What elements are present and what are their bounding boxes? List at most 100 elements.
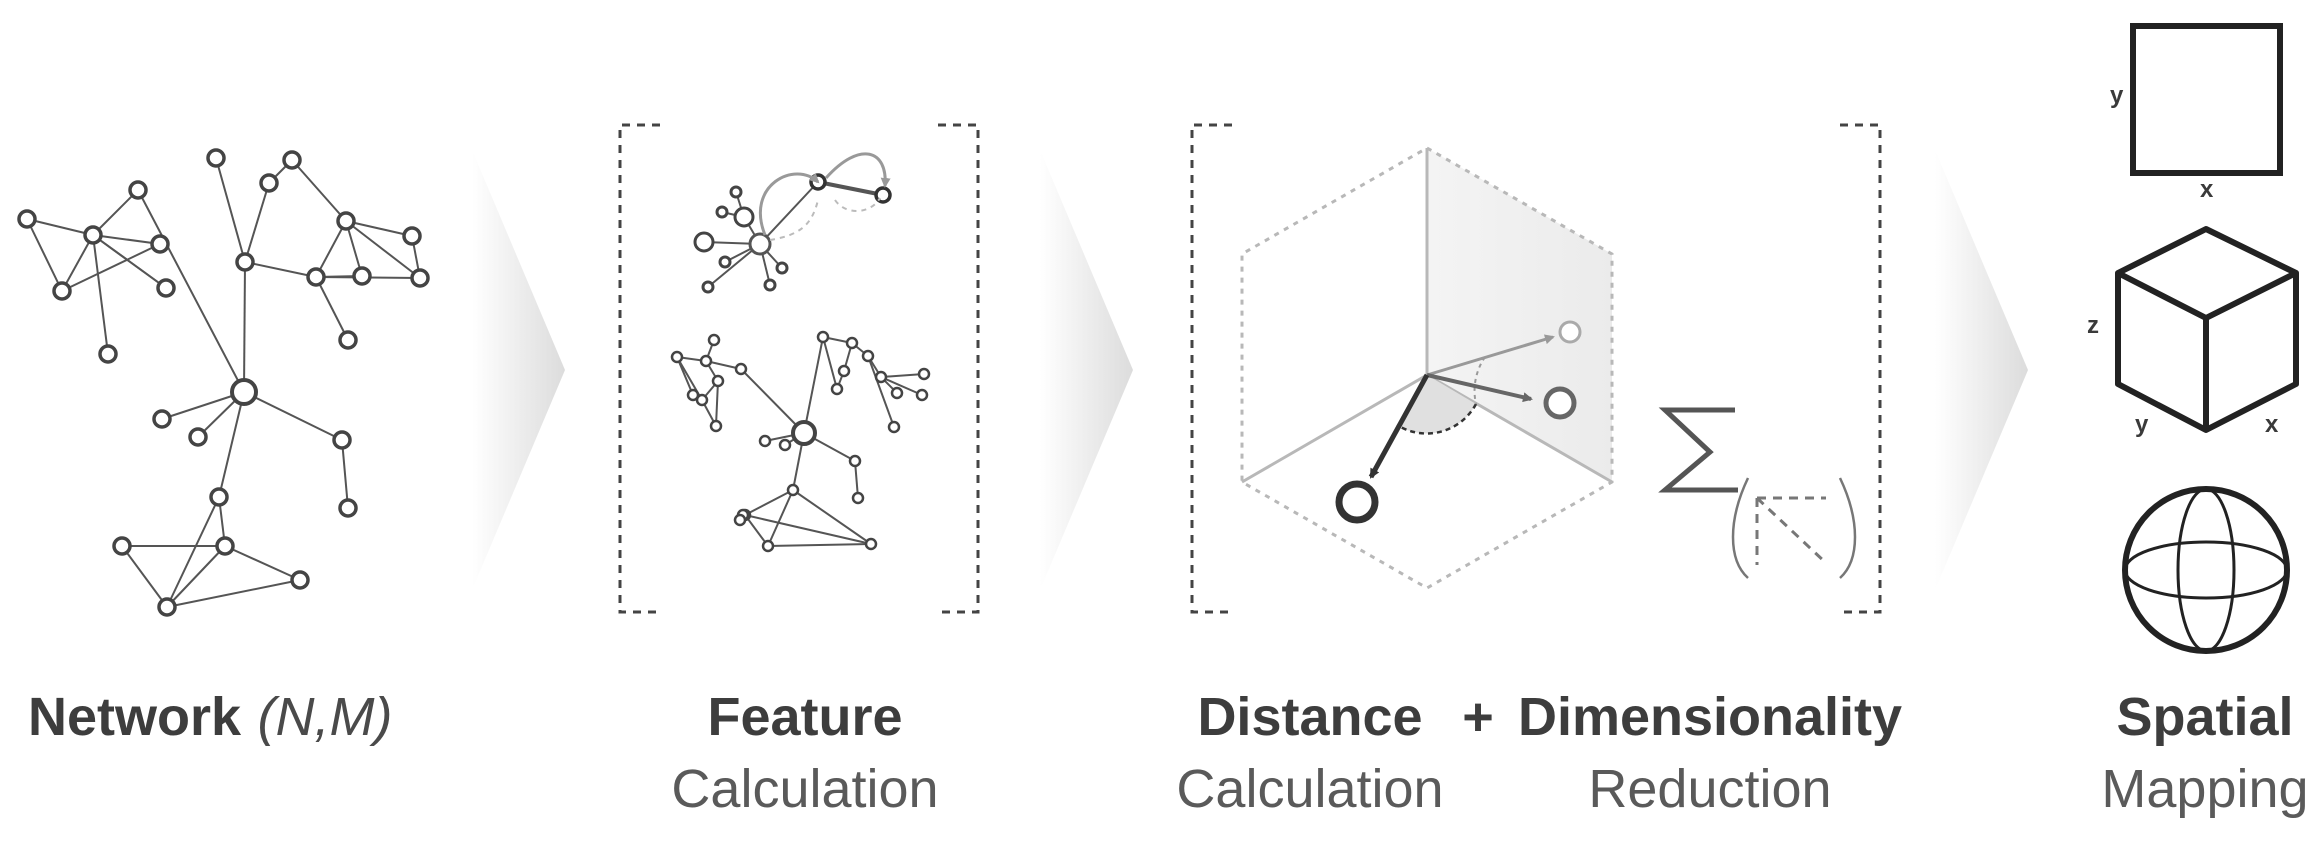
- feature-subtitle: Calculation: [671, 759, 939, 819]
- graph-node: [887, 420, 901, 434]
- graph-node: [874, 370, 888, 384]
- graph-edge: [61, 243, 161, 292]
- graph-node: [215, 536, 235, 556]
- graph-edge: [92, 234, 109, 355]
- graph-edge: [92, 189, 139, 236]
- graph-edge: [744, 514, 769, 547]
- graph-edge: [715, 380, 719, 427]
- graph-node: [791, 420, 817, 446]
- graph-node: [915, 388, 929, 402]
- plus-sign: +: [1462, 687, 1494, 747]
- graph-edge: [315, 276, 349, 341]
- graph-edge: [218, 391, 245, 498]
- cube-y-label: y: [2135, 411, 2149, 438]
- graph-node: [761, 539, 775, 553]
- graph-edge: [744, 514, 872, 545]
- graph-node: [729, 185, 743, 199]
- graph-node: [230, 378, 258, 406]
- network-title: Network: [28, 687, 242, 747]
- graph-node: [917, 367, 931, 381]
- graph-edge: [767, 543, 872, 547]
- arrow-chevron-icon: [1935, 150, 2028, 590]
- graph-node: [206, 148, 226, 168]
- graph-node: [830, 382, 844, 396]
- graph-node: [715, 205, 729, 219]
- cube-x-label: x: [2265, 411, 2279, 438]
- graph-node: [402, 226, 422, 246]
- graph-edge: [244, 261, 317, 278]
- graph-edge: [740, 368, 805, 434]
- graph-edge: [92, 234, 161, 245]
- graph-node: [282, 150, 302, 170]
- graph-edge: [315, 220, 347, 278]
- graph-node: [837, 364, 851, 378]
- graph-node: [890, 386, 904, 400]
- graph-edge: [121, 545, 168, 608]
- arrow-chevron-icon: [1040, 150, 1133, 590]
- distance-subtitle: Calculation: [1176, 759, 1444, 819]
- arrow-chevron-icon: [472, 150, 565, 590]
- graph-edge: [243, 391, 343, 441]
- network-label: Network (N,M): [28, 690, 392, 744]
- feature-title: Feature: [707, 687, 903, 747]
- network-graph-icon: [17, 148, 430, 617]
- network-params: (N,M): [257, 687, 393, 747]
- graph-node: [709, 419, 723, 433]
- graph-node: [235, 252, 255, 272]
- graph-node: [338, 498, 358, 518]
- graph-node: [156, 278, 176, 298]
- graph-node: [693, 231, 715, 253]
- graph-node: [152, 409, 172, 429]
- graph-node: [670, 350, 684, 364]
- graph-edge: [166, 545, 226, 608]
- graph-edge: [26, 218, 94, 236]
- graph-edge: [26, 218, 63, 292]
- graph-node: [209, 487, 229, 507]
- spatial-label: Spatial Mapping: [2090, 690, 2320, 816]
- graph-node: [758, 434, 772, 448]
- graph-edge: [759, 181, 819, 245]
- spatial-subtitle: Mapping: [2101, 759, 2309, 819]
- graph-node: [711, 374, 725, 388]
- graph-node: [718, 255, 732, 269]
- graph-edge: [137, 189, 245, 393]
- graph-node: [157, 597, 177, 617]
- graph-node: [686, 388, 700, 402]
- graph-edge: [243, 261, 246, 393]
- graph-node: [306, 267, 326, 287]
- graph-edge: [244, 182, 270, 263]
- graph-node: [734, 362, 748, 376]
- graph-node: [332, 430, 352, 450]
- graph-node: [83, 225, 103, 245]
- graph-edge: [224, 545, 301, 581]
- graph-node: [786, 483, 800, 497]
- graph-node: [707, 333, 721, 347]
- graph-node: [699, 354, 713, 368]
- cube-icon: [2115, 226, 2299, 433]
- graph-edge: [880, 373, 925, 378]
- graph-node: [861, 349, 875, 363]
- graph-node: [733, 513, 747, 527]
- dimensionality-label: Dimensionality Reduction: [1510, 690, 1910, 816]
- graph-node: [851, 491, 865, 505]
- cube-z-label: z: [2087, 312, 2099, 339]
- graph-node: [98, 344, 118, 364]
- graph-node: [336, 211, 356, 231]
- graph-edge: [92, 234, 167, 289]
- graph-node: [816, 330, 830, 344]
- graph-node: [845, 336, 859, 350]
- graph-node: [259, 173, 279, 193]
- graph-node: [17, 209, 37, 229]
- distance-label: Distance Calculation: [1160, 690, 1460, 816]
- graph-node: [352, 266, 372, 286]
- graph-edge: [61, 234, 94, 292]
- feature-label: Feature Calculation: [650, 690, 960, 816]
- dimensionality-subtitle: Reduction: [1588, 759, 1832, 819]
- graph-edge: [744, 489, 794, 516]
- graph-edge: [792, 489, 872, 545]
- graph-node: [410, 268, 430, 288]
- dimensionality-title: Dimensionality: [1517, 687, 1903, 747]
- graph-node: [733, 206, 755, 228]
- graph-node: [52, 281, 72, 301]
